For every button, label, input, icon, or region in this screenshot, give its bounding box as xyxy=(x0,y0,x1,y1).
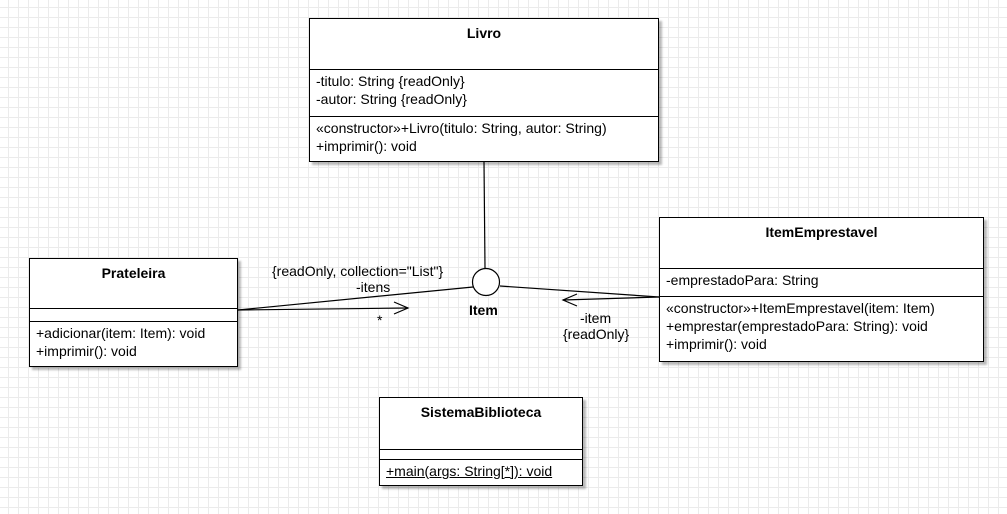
class-prateleira-name: Prateleira xyxy=(30,259,237,309)
class-item-emprestavel-attributes: -emprestadoPara: String xyxy=(660,269,983,297)
class-sistema-biblioteca-attributes xyxy=(380,450,582,460)
class-item-emprestavel[interactable]: ItemEmprestavel -emprestadoPara: String … xyxy=(659,217,984,362)
attribute: -titulo: String {readOnly} xyxy=(316,73,465,89)
prateleira-item-association-line xyxy=(237,286,474,311)
association-multiplicity-label: * xyxy=(377,312,383,328)
association-role-label: -item xyxy=(580,310,612,326)
association-constraint-label: {readOnly} xyxy=(563,326,630,342)
emprestavel-navigation-arrowhead xyxy=(561,293,578,307)
class-livro-name: Livro xyxy=(310,19,658,70)
prateleira-navigation-arrowhead xyxy=(393,301,410,315)
operation: +emprestar(emprestadoPara: String): void xyxy=(666,318,928,334)
class-prateleira-operations: +adicionar(item: Item): void +imprimir()… xyxy=(30,322,237,360)
class-livro-attributes: -titulo: String {readOnly} -autor: Strin… xyxy=(310,70,658,117)
item-interface-lollipop xyxy=(471,267,501,297)
operation: +imprimir(): void xyxy=(666,336,767,352)
class-prateleira-attributes xyxy=(30,309,237,322)
association-constraint-label: {readOnly, collection="List"} xyxy=(272,263,444,279)
class-sistema-biblioteca-name: SistemaBiblioteca xyxy=(380,398,582,450)
class-livro-operations: «constructor»+Livro(titulo: String, auto… xyxy=(310,117,658,155)
operation: +imprimir(): void xyxy=(316,138,417,154)
prateleira-navigation-line xyxy=(237,307,409,311)
class-livro[interactable]: Livro -titulo: String {readOnly} -autor:… xyxy=(309,18,659,162)
class-item-emprestavel-operations: «constructor»+ItemEmprestavel(item: Item… xyxy=(660,297,983,353)
livro-realization-line xyxy=(483,161,486,269)
emprestavel-item-association-line xyxy=(499,285,660,298)
class-sistema-biblioteca[interactable]: SistemaBiblioteca +main(args: String[*])… xyxy=(379,397,583,486)
class-sistema-biblioteca-operations: +main(args: String[*]): void xyxy=(380,460,582,480)
operation-static: +main(args: String[*]): void xyxy=(386,463,553,479)
operation: +adicionar(item: Item): void xyxy=(36,325,206,341)
attribute: -autor: String {readOnly} xyxy=(316,91,467,107)
operation: «constructor»+ItemEmprestavel(item: Item… xyxy=(666,300,935,316)
class-prateleira[interactable]: Prateleira +adicionar(item: Item): void … xyxy=(29,258,238,367)
emprestavel-navigation-line xyxy=(562,296,660,301)
operation: «constructor»+Livro(titulo: String, auto… xyxy=(316,120,607,136)
attribute: -emprestadoPara: String xyxy=(666,272,819,288)
association-role-label: -itens xyxy=(356,279,391,295)
operation: +imprimir(): void xyxy=(36,343,137,359)
interface-item-name: Item xyxy=(469,302,498,318)
class-item-emprestavel-name: ItemEmprestavel xyxy=(660,218,983,269)
